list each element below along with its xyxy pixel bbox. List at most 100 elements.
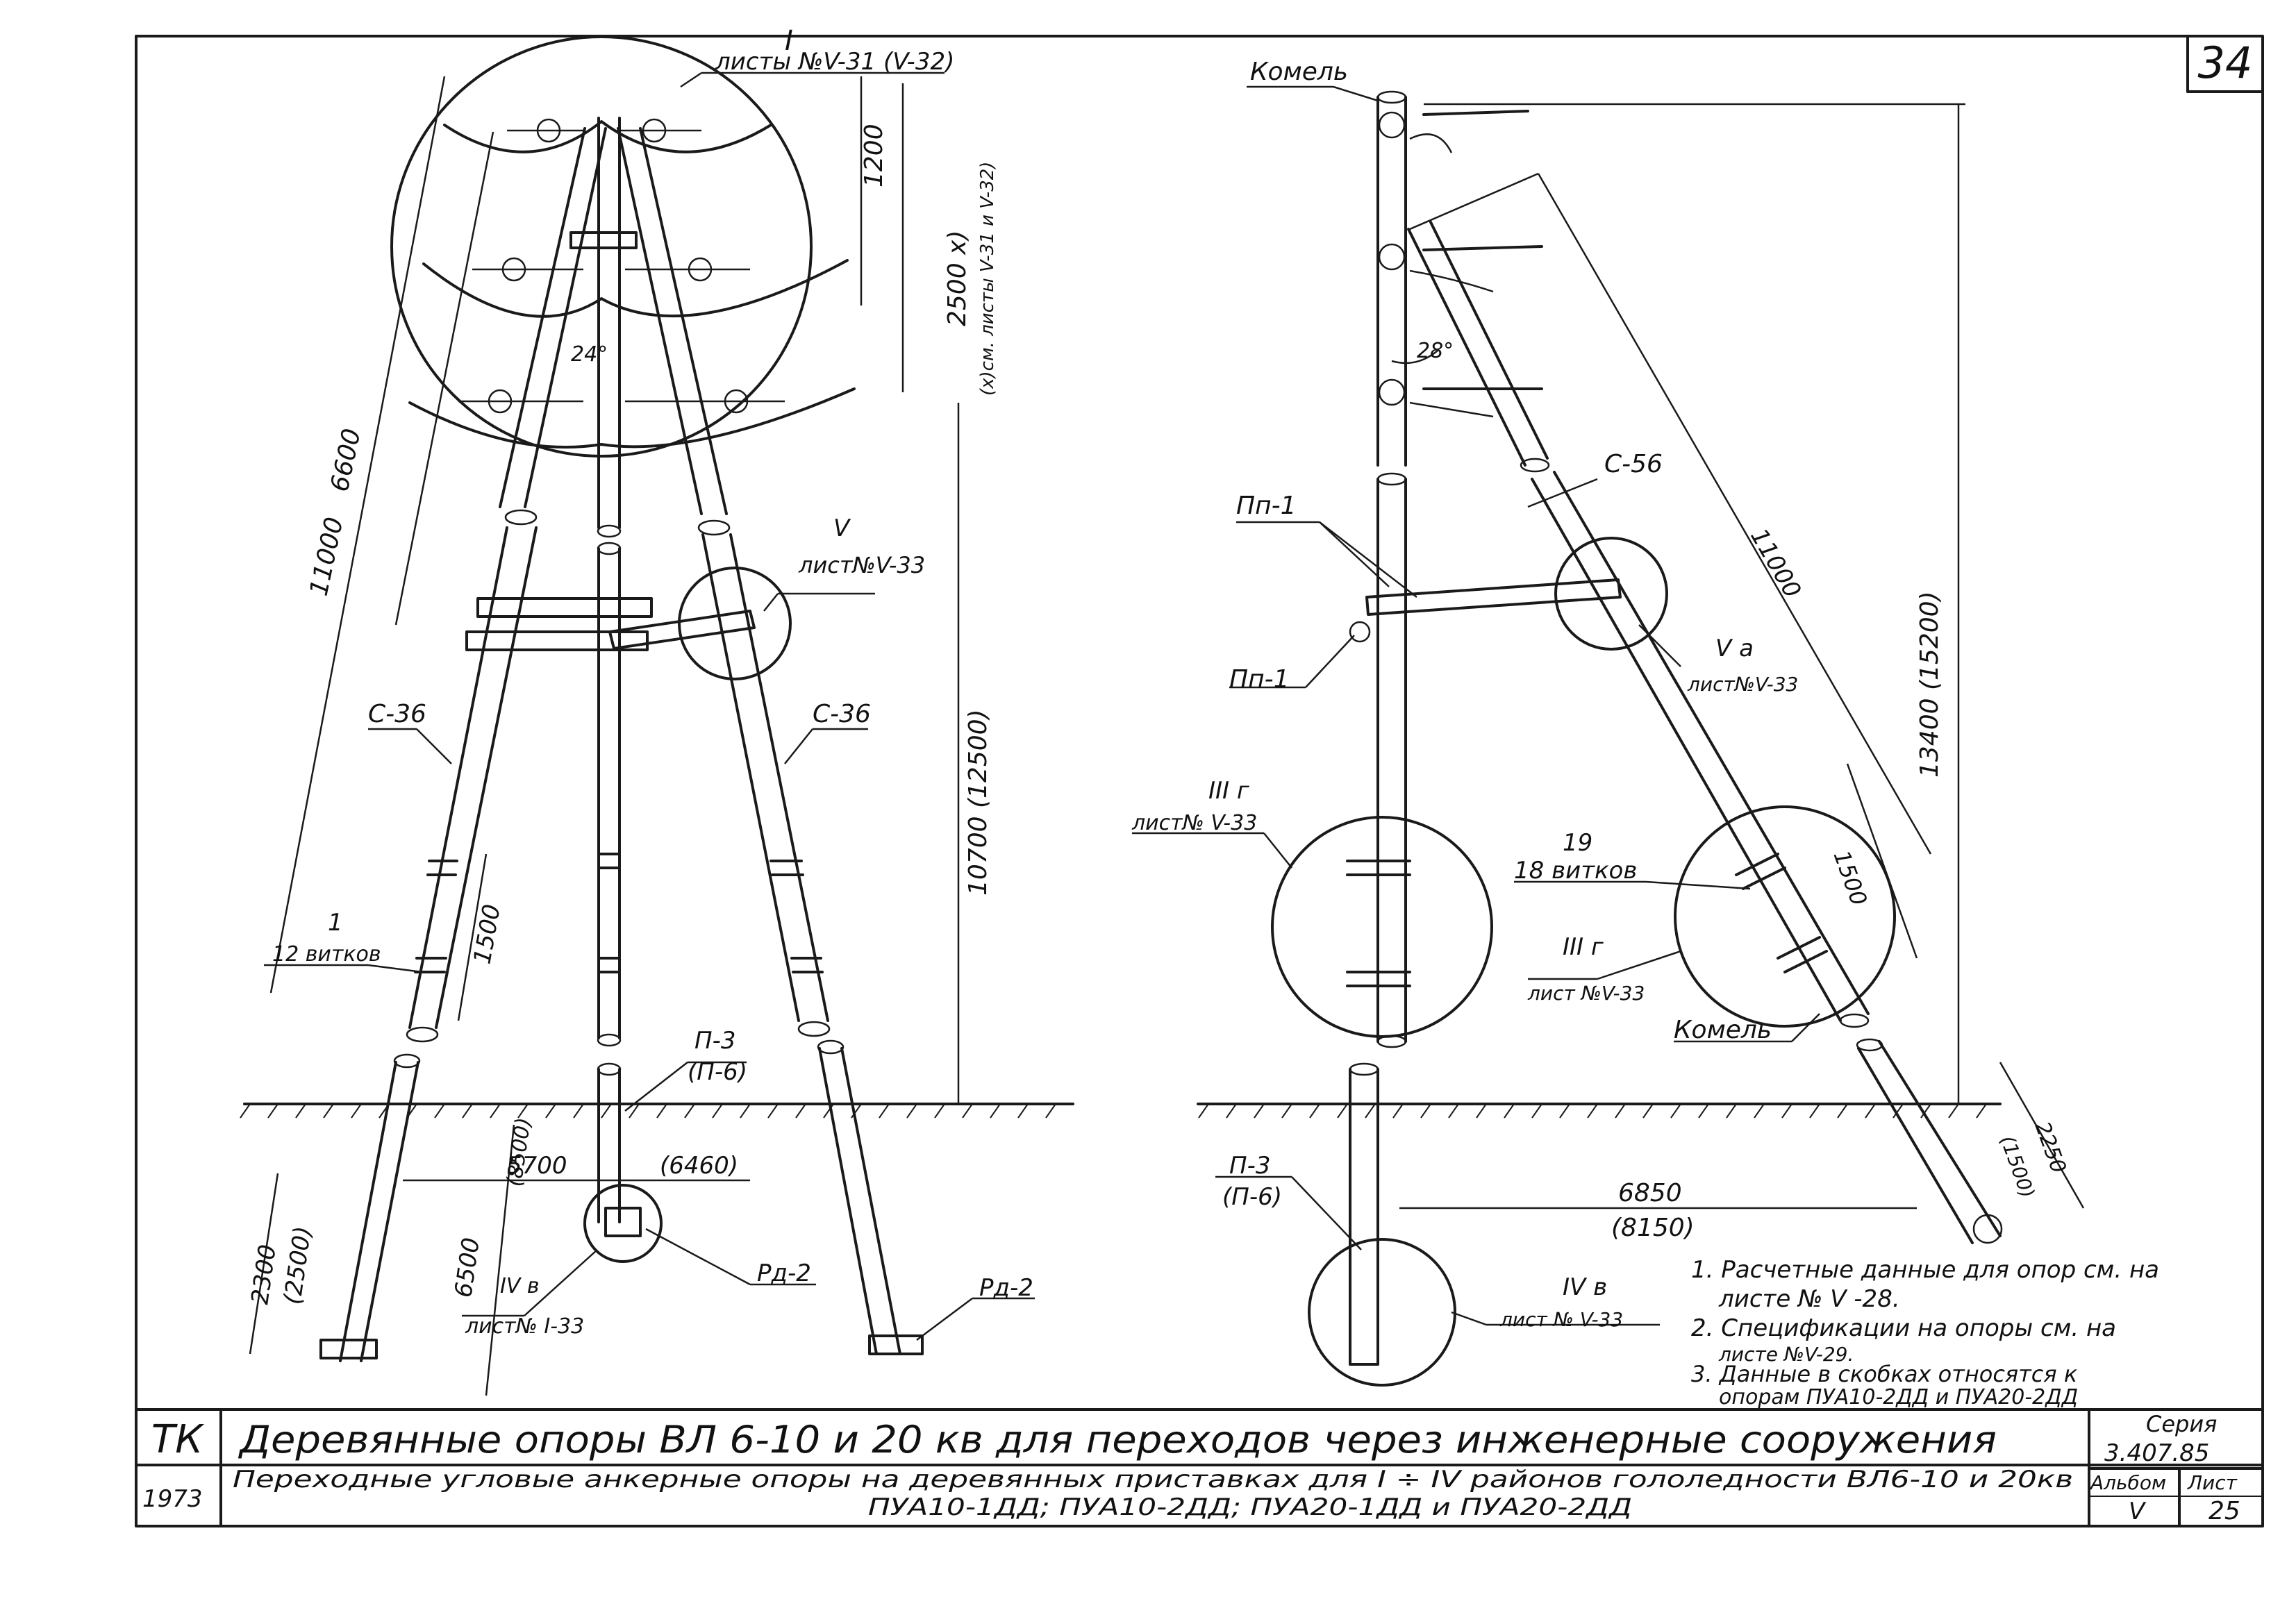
- angle-arc-28: [1391, 350, 1438, 365]
- dim-1500-left: 1500: [468, 902, 506, 966]
- series-value: 3.407.85: [2104, 1439, 2209, 1467]
- insulators-row3: [458, 389, 785, 414]
- detail-circle-IVb-right: [1308, 1238, 1456, 1387]
- sheet-number-box: 34: [2186, 35, 2264, 93]
- sheet-frame: [135, 35, 2264, 1527]
- label-rg2-center: Рд-2: [757, 1259, 811, 1287]
- insulators-row1: [507, 118, 701, 143]
- label-c36-right: С-36: [813, 700, 871, 728]
- series-label: Серия: [2146, 1411, 2217, 1437]
- dim-2250: 2250: [2029, 1119, 2070, 1177]
- label-c56: С-56: [1604, 450, 1663, 478]
- callout-V-ref: лист№V-33: [798, 552, 925, 578]
- callout-IVb-number-left: IV в: [500, 1274, 540, 1298]
- dim-1200: 1200: [860, 124, 888, 187]
- label-19: 19: [1563, 829, 1592, 857]
- dim-2300: 2300: [246, 1243, 282, 1306]
- title-block-subtitle-2: ПУА10-1ДД; ПУА10-2ДД; ПУА20-1ДД и ПУА20-…: [868, 1493, 1632, 1521]
- sheet-number: 34: [2198, 37, 2253, 88]
- title-block-subtitle-1: Переходные угловые анкерные опоры на дер…: [233, 1466, 2073, 1493]
- callout-IVb-ref-left: лист№ I-33: [465, 1314, 584, 1339]
- title-block-title: Деревянные опоры ВЛ 6-10 и 20 кв для пер…: [238, 1418, 1997, 1462]
- note-line-4: листе №V-29.: [1718, 1343, 1854, 1366]
- angle-28: 28°: [1417, 339, 1454, 363]
- note-line-1: 1. Расчетные данные для опор см. на: [1691, 1256, 2159, 1284]
- detail-circle-V: [678, 567, 792, 680]
- note-line-3: 2. Спецификации на опоры см. на: [1691, 1314, 2116, 1342]
- callout-IIIg-left-ref: лист№ V-33: [1131, 811, 1257, 835]
- album-label: Альбом: [2089, 1471, 2166, 1494]
- label-komel-bottom: Комель: [1674, 1016, 1772, 1044]
- detail-circle-IVb: [583, 1184, 663, 1263]
- label-pp1-bottom: Пп-1: [1229, 665, 1290, 694]
- right-leg: [617, 127, 924, 1355]
- label-1: 1: [328, 909, 343, 937]
- label-p3-right: П-3: [1229, 1152, 1270, 1180]
- dim-8150: (8150): [1611, 1214, 1695, 1242]
- dimensions-left: [249, 76, 960, 1396]
- title-block: [135, 1408, 2264, 1527]
- label-pp1-top: Пп-1: [1236, 492, 1297, 520]
- leaders-left: [264, 72, 1035, 1341]
- center-leg: [597, 117, 622, 1223]
- dim-1500b: (1500): [1995, 1132, 2039, 1201]
- dim-6850: 6850: [1618, 1179, 1682, 1207]
- dim-6600: 6600: [326, 426, 367, 494]
- label-c36-left: С-36: [368, 700, 426, 728]
- right-view: [1132, 85, 2085, 1387]
- label-12-turns: 12 витков: [272, 942, 381, 966]
- detail-circle-IIIg-left: [1271, 816, 1493, 1038]
- dimensions-right: [1399, 103, 2085, 1209]
- detail-circle-IIIg-right: [1674, 805, 1896, 1028]
- leaders-right: [1132, 85, 1820, 1326]
- ground-line-left: [240, 1103, 1074, 1119]
- sheet-label: Лист: [2187, 1471, 2238, 1494]
- ground-line-right: [1197, 1103, 2002, 1119]
- callout-IIIg-right-ref: лист №V-33: [1527, 982, 1645, 1005]
- label-komel-top: Комель: [1250, 58, 1348, 86]
- dim-10700: 10700 (12500): [964, 709, 992, 896]
- callout-I-number: I: [785, 25, 793, 57]
- callout-V-number: V: [833, 514, 851, 542]
- dim-2500: 2500 x): [943, 231, 972, 326]
- detail-circle-Va: [1554, 537, 1668, 651]
- left-leg: [319, 127, 607, 1362]
- label-18-turns: 18 витков: [1514, 857, 1637, 885]
- note-line-5: 3. Данные в скобках относятся к: [1691, 1361, 2078, 1387]
- detail-circle-I: [390, 35, 813, 458]
- notes-block: 1. Расчетные данные для опор см. на лист…: [1691, 1256, 2159, 1409]
- callout-Va-number: V а: [1715, 635, 1754, 662]
- dim-6500: 6500: [449, 1236, 485, 1299]
- callout-Va-ref: лист№V-33: [1687, 673, 1798, 696]
- dim-5700: 5700: [507, 1152, 567, 1180]
- dim-2500b: (2500): [278, 1225, 317, 1307]
- dim-11000-right: 11000: [1745, 524, 1806, 603]
- note-line-6: опорам ПУА10-2ДД и ПУА20-2ДД: [1719, 1385, 2078, 1409]
- title-block-year: 1973: [142, 1485, 203, 1513]
- crossarms-left: [408, 118, 856, 449]
- callout-I-ref: листы №V-31 (V-32): [715, 48, 954, 76]
- sheet-value: 25: [2208, 1497, 2240, 1525]
- dim-6460: (6460): [660, 1152, 738, 1180]
- tie-beams: [465, 597, 756, 651]
- label-p6-right: (П-6): [1222, 1183, 1282, 1211]
- dim-11000-left: 11000: [305, 514, 349, 598]
- label-rg2-right: Рд-2: [979, 1274, 1033, 1302]
- insulators-right: [1378, 110, 1543, 418]
- note-line-2: листе № V -28.: [1718, 1285, 1900, 1313]
- insulators-row2: [472, 257, 750, 282]
- left-view: [240, 35, 1074, 1396]
- callout-IIIg-left-number: III г: [1208, 777, 1250, 805]
- album-value: V: [2129, 1498, 2147, 1525]
- angle-24: 24°: [571, 342, 608, 367]
- label-p3-left: П-3: [694, 1027, 735, 1055]
- inclined-strut: [1407, 221, 2003, 1244]
- dim-2500-note: (x)см. листы V-31 и V-32): [977, 162, 998, 396]
- callout-IVb-ref-right: лист № V-33: [1499, 1308, 1623, 1331]
- callout-IVb-number-right: IV в: [1563, 1273, 1607, 1301]
- dim-13400: 13400 (15200): [1915, 591, 1944, 778]
- label-p6-left: (П-6): [688, 1058, 747, 1086]
- crossbeam-pp1: [1365, 578, 1622, 616]
- title-block-org: ТК: [151, 1417, 204, 1462]
